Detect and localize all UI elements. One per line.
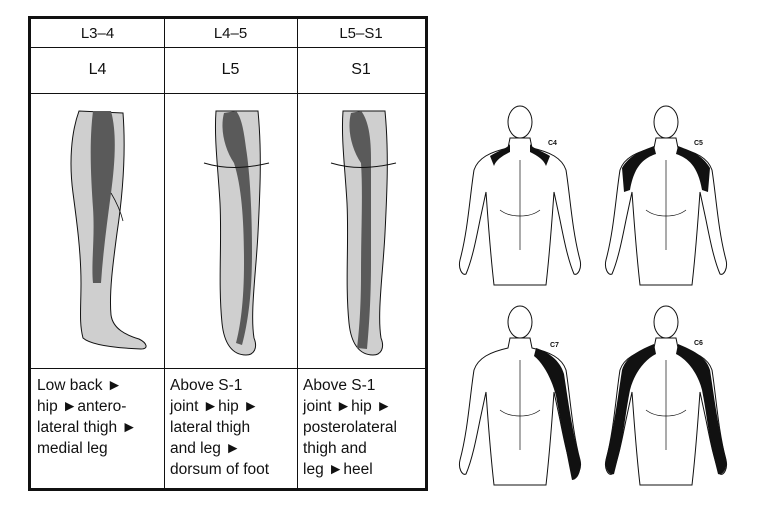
level-header: L4–5 xyxy=(164,19,297,48)
figure-label: C5 xyxy=(694,140,703,147)
torso-figure-c6: C6 xyxy=(596,300,736,490)
description-l4: Low back ► hip ►antero- lateral thigh ► … xyxy=(37,375,160,459)
desc-line: joint ►hip ► xyxy=(170,398,259,415)
figure-label: C7 xyxy=(550,342,559,349)
column-l5: L4–5 L5 Above S-1 joint ►hip ► lateral t… xyxy=(164,19,298,488)
desc-line: lateral thigh ► xyxy=(37,419,137,436)
desc-line: Above S-1 xyxy=(170,377,243,394)
root-header: S1 xyxy=(297,47,425,94)
level-header: L3–4 xyxy=(31,19,164,48)
desc-line: posterolateral xyxy=(303,419,397,436)
desc-line: dorsum of foot xyxy=(170,461,270,478)
dermatome-table: L3–4 L4 Low back ► hip ►antero- lateral … xyxy=(28,16,428,491)
level-header: L5–S1 xyxy=(297,19,425,48)
figure-label: C6 xyxy=(694,340,703,347)
desc-line: hip ►antero- xyxy=(37,398,127,415)
desc-line: Low back ► xyxy=(37,377,123,394)
leg-illustration-l5 xyxy=(164,93,297,369)
root-header: L4 xyxy=(31,47,164,94)
torso-figure-c7: C7 xyxy=(450,300,590,490)
desc-line: leg ►heel xyxy=(303,461,373,478)
leg-illustration-s1 xyxy=(297,93,425,369)
description-l5: Above S-1 joint ►hip ► lateral thigh and… xyxy=(170,375,293,480)
desc-line: joint ►hip ► xyxy=(303,398,392,415)
root-header: L5 xyxy=(164,47,297,94)
torso-figure-c4: C4 xyxy=(450,100,590,290)
figure-label: C4 xyxy=(548,140,557,147)
desc-line: thigh and xyxy=(303,440,367,457)
desc-line: lateral thigh xyxy=(170,419,251,436)
desc-line: Above S-1 xyxy=(303,377,376,394)
desc-line: medial leg xyxy=(37,440,108,457)
torso-figure-c5: C5 xyxy=(596,100,736,290)
column-l4: L3–4 L4 Low back ► hip ►antero- lateral … xyxy=(31,19,165,488)
desc-line: and leg ► xyxy=(170,440,241,457)
column-s1: L5–S1 S1 Above S-1 joint ►hip ► posterol… xyxy=(297,19,425,488)
leg-illustration-l4 xyxy=(31,93,164,369)
description-s1: Above S-1 joint ►hip ► posterolateral th… xyxy=(303,375,421,480)
